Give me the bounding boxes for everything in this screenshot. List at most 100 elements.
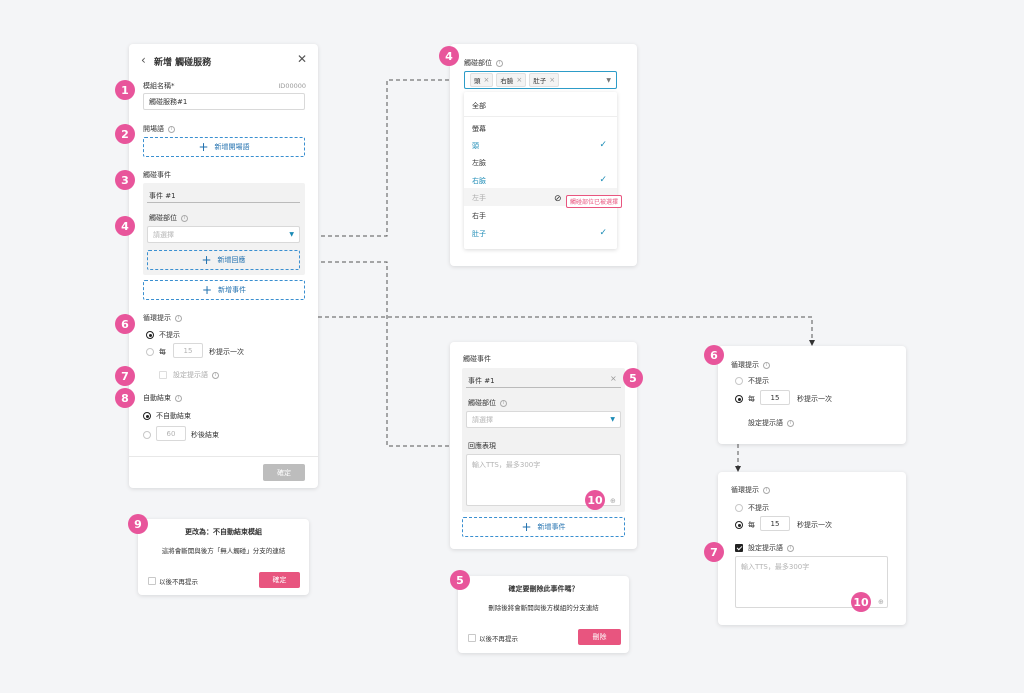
event-name[interactable]: 事件 #1 <box>149 192 176 200</box>
every-radio[interactable] <box>146 348 154 356</box>
touch-part-label: 觸碰部位 i <box>149 213 188 223</box>
chevron-left-icon[interactable]: ‹ <box>141 53 146 67</box>
end-seconds-input[interactable]: 60 <box>156 426 186 441</box>
info-icon: i <box>181 214 188 222</box>
option-screen[interactable]: 螢幕 <box>472 125 486 133</box>
no-prompt-radio[interactable] <box>735 377 743 385</box>
touch-event-label: 觸碰事件 <box>143 171 171 179</box>
confirm-button[interactable]: 確定 <box>263 464 305 481</box>
tag[interactable]: 右臉× <box>496 73 527 87</box>
badge-1: 1 <box>115 80 135 100</box>
panel-title: 新增 觸碰服務 <box>154 58 212 68</box>
check-icon: ✓ <box>599 140 607 150</box>
dont-show-checkbox[interactable] <box>148 577 156 585</box>
badge-9: 9 <box>128 514 148 534</box>
tts-placeholder: 輸入TTS，最多300字 <box>472 461 541 469</box>
touch-part-label-text: 觸碰部位 <box>149 214 177 222</box>
badge-4: 4 <box>115 216 135 236</box>
plus-icon: + <box>198 140 209 154</box>
no-prompt-radio[interactable] <box>735 504 743 512</box>
badge-6: 6 <box>115 314 135 334</box>
close-icon[interactable]: ✕ <box>297 52 308 66</box>
modal-body: 刪除後將會斷開與後方模組的分支連結 <box>488 604 599 612</box>
tag[interactable]: 肚子× <box>529 73 560 87</box>
set-prompt-text: 設定提示語 <box>748 544 783 552</box>
seconds-input[interactable]: 15 <box>760 516 790 531</box>
badge-10: 10 <box>585 490 605 510</box>
opening-label-text: 開場語 <box>143 125 164 133</box>
every-label: 每 <box>748 395 755 403</box>
close-icon[interactable]: × <box>549 76 556 84</box>
no-auto-end-label: 不自動結束 <box>156 412 191 420</box>
loop-label: 循環提示 i <box>731 485 770 495</box>
loop-label-text: 循環提示 <box>731 486 759 494</box>
option-right-hand[interactable]: 右手 <box>472 212 486 220</box>
event-name-underline <box>147 202 300 203</box>
tag[interactable]: 頭× <box>470 73 494 87</box>
seconds-input[interactable]: 15 <box>760 390 790 405</box>
event-name[interactable]: 事件 #1 <box>468 377 495 385</box>
add-event-button[interactable]: + 新增事件 <box>462 517 625 537</box>
module-name-input[interactable]: 觸碰服務#1 <box>143 93 305 110</box>
set-prompt-checkbox[interactable] <box>735 544 743 552</box>
add-event-label: 新增事件 <box>537 523 566 531</box>
no-auto-end-radio[interactable] <box>143 412 151 420</box>
info-icon: i <box>787 544 794 552</box>
seconds-input[interactable]: 15 <box>173 343 203 358</box>
option-left-cheek[interactable]: 左臉 <box>472 159 486 167</box>
caret-down-icon: ▼ <box>606 76 611 84</box>
tag-label: 頭 <box>474 77 481 85</box>
info-icon: i <box>763 361 770 369</box>
option-belly[interactable]: 肚子 <box>472 230 486 238</box>
badge-6: 6 <box>704 345 724 365</box>
close-icon[interactable]: × <box>483 76 490 84</box>
option-all[interactable]: 全部 <box>472 102 486 110</box>
auto-end-modal: 更改為：不自動結束模組 這將會斷開與後方「無人觸碰」分支的連結 以後不再提示 確… <box>138 519 309 595</box>
dont-show-checkbox[interactable] <box>468 634 476 642</box>
plus-icon: + <box>521 520 532 534</box>
add-event-button[interactable]: +新增事件 <box>143 280 305 300</box>
every-radio[interactable] <box>735 521 743 529</box>
delete-button[interactable]: 刪除 <box>578 629 621 645</box>
close-icon[interactable]: × <box>516 76 523 84</box>
badge-8: 8 <box>115 388 135 408</box>
add-event-label: 新增事件 <box>218 286 247 294</box>
set-prompt-checkbox[interactable] <box>159 371 167 379</box>
touch-part-select[interactable]: 請選擇▼ <box>147 226 300 243</box>
close-icon[interactable]: × <box>610 374 617 383</box>
module-name-label: 模組名稱* <box>143 82 175 90</box>
plus-icon: + <box>201 253 212 267</box>
modal-title: 確定要刪除此事件嗎？ <box>508 585 579 593</box>
confirm-button[interactable]: 確定 <box>259 572 300 588</box>
option-head[interactable]: 頭 <box>472 142 479 150</box>
caret-down-icon: ▼ <box>289 231 294 238</box>
option-left-hand: 左手 <box>472 194 486 202</box>
every-label: 每 <box>159 348 166 356</box>
badge-4: 4 <box>439 46 459 66</box>
add-response-label: 新增回應 <box>217 256 246 264</box>
add-opening-button[interactable]: +新增開場語 <box>143 137 305 157</box>
footer-divider <box>129 456 318 457</box>
no-prompt-radio[interactable] <box>146 331 154 339</box>
info-icon: i <box>763 486 770 494</box>
every-radio[interactable] <box>735 395 743 403</box>
badge-2: 2 <box>115 124 135 144</box>
no-prompt-label: 不提示 <box>159 331 180 339</box>
add-response-button[interactable]: + 新增回應 <box>147 250 300 270</box>
no-entry-icon: ⊘ <box>554 194 562 204</box>
auto-end-radio[interactable] <box>143 431 151 439</box>
option-right-cheek[interactable]: 右臉 <box>472 177 486 185</box>
modal-body: 這將會斷開與後方「無人觸碰」分支的連結 <box>161 547 286 555</box>
badge-7: 7 <box>704 542 724 562</box>
touch-part-select[interactable]: 請選擇▼ <box>466 411 621 428</box>
touch-part-multiselect[interactable]: 頭×右臉×肚子× ▼ <box>464 71 617 89</box>
touch-part-placeholder: 請選擇 <box>472 415 493 424</box>
set-prompt-text: 設定提示語 <box>173 371 208 379</box>
seconds-value: 15 <box>183 346 193 355</box>
